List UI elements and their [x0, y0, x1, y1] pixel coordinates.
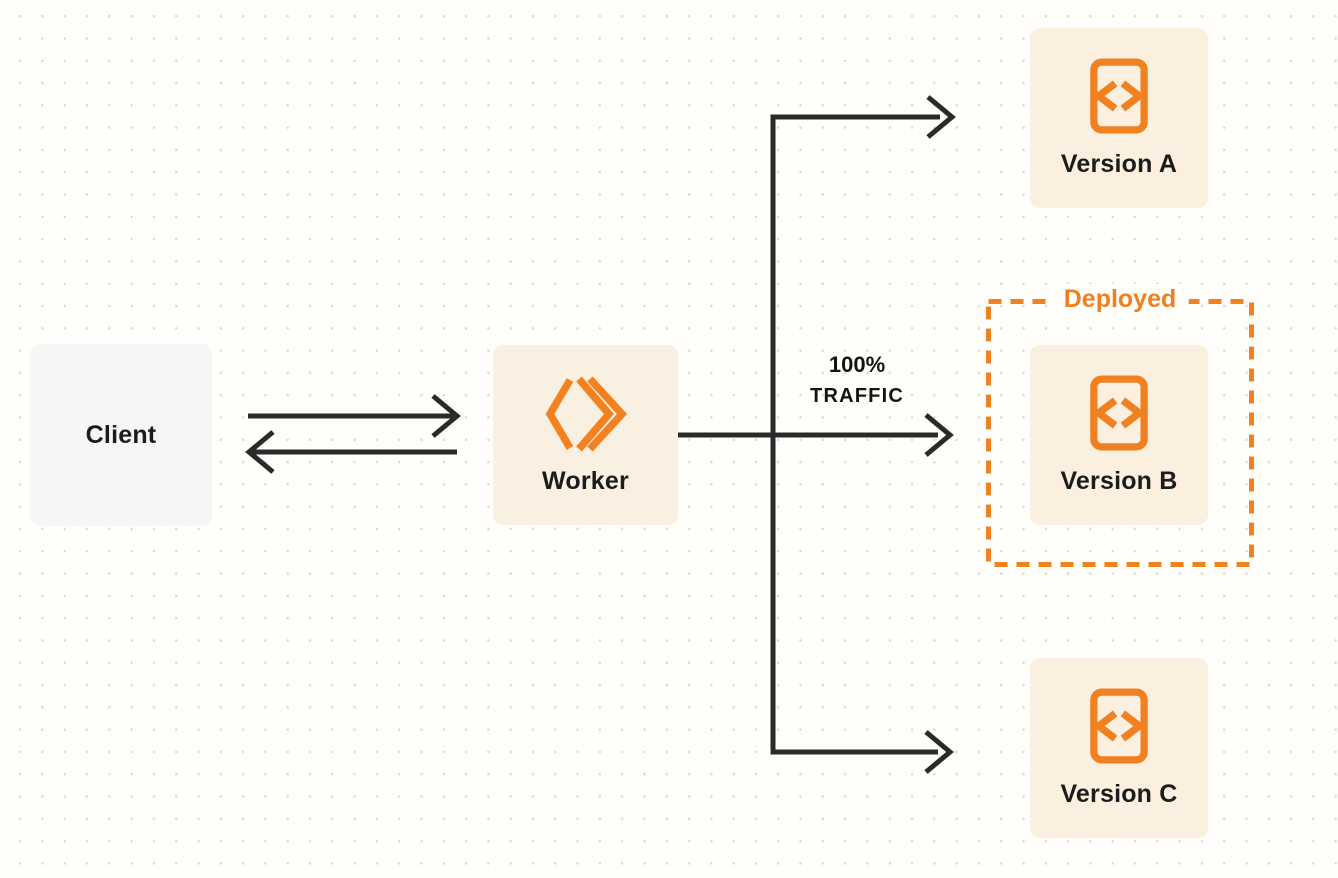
version-c-node: Version C — [1030, 658, 1208, 838]
version-c-label: Version C — [1060, 779, 1178, 808]
client-to-worker-arrowhead-icon — [431, 394, 461, 438]
code-file-icon — [1090, 58, 1148, 133]
traffic-word-text: TRAFFIC — [810, 385, 904, 407]
code-file-icon — [1090, 688, 1148, 763]
cloudflare-workers-logo-icon — [545, 376, 627, 452]
branch-bottom-arrowhead-icon — [924, 730, 954, 774]
client-node: Client — [30, 344, 212, 526]
branch-top-arrowhead-icon — [926, 95, 956, 139]
worker-to-version-b-arrowhead-icon — [924, 413, 954, 457]
version-b-label: Version B — [1060, 466, 1178, 495]
deployed-label: Deployed — [1051, 284, 1189, 314]
traffic-annotation: 100% TRAFFIC — [787, 350, 927, 412]
code-file-icon — [1090, 375, 1148, 450]
traffic-percent-text: 100% — [828, 352, 886, 377]
version-a-node: Version A — [1030, 28, 1208, 208]
version-b-node: Version B — [1030, 345, 1208, 525]
client-label: Client — [85, 420, 157, 449]
worker-node: Worker — [493, 345, 678, 525]
worker-to-client-arrowhead-icon — [245, 430, 275, 474]
worker-label: Worker — [542, 467, 629, 495]
version-a-label: Version A — [1060, 149, 1178, 178]
deployed-outline: Deployed — [986, 284, 1254, 567]
